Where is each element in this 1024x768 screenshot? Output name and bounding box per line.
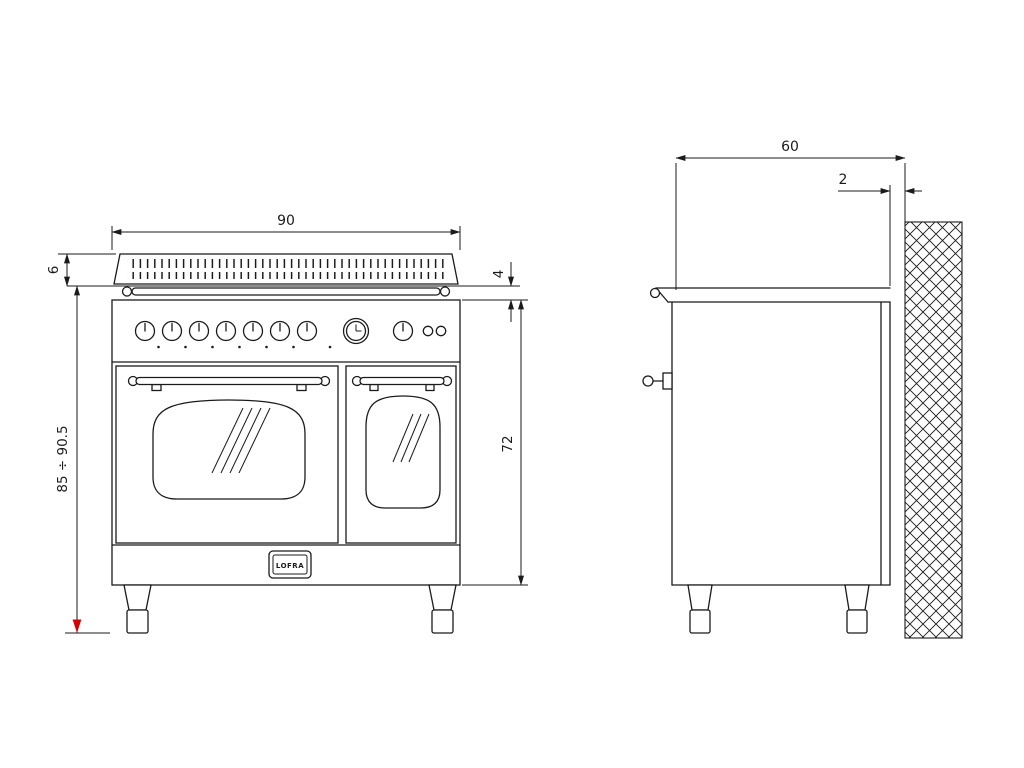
vent-slots xyxy=(127,259,445,279)
indicator-light xyxy=(422,325,434,337)
burner-knob xyxy=(188,320,210,342)
brand-plate: LOFRA xyxy=(268,550,312,579)
burner-knob xyxy=(215,320,237,342)
burner-knob xyxy=(242,320,264,342)
dim-label-body-height: 72 xyxy=(500,435,516,452)
brand-logo-text: LOFRA xyxy=(276,562,304,570)
leg-side-back xyxy=(844,584,870,634)
oven-knob xyxy=(392,320,414,342)
oven-door-left xyxy=(115,365,339,544)
dim-label-clearance: 2 xyxy=(839,172,848,188)
door-handle-left xyxy=(127,375,331,392)
leg-side-front xyxy=(687,584,713,634)
towel-rail xyxy=(121,286,451,297)
floor-arrow-red xyxy=(72,619,82,633)
dim-width-90: 90 xyxy=(111,213,461,250)
dim-backguard-6: 6 xyxy=(46,253,116,287)
dim-label-rail: 4 xyxy=(491,270,507,279)
burner-knob xyxy=(296,320,318,342)
glass-reflection xyxy=(392,413,430,463)
rail-end-knob-left xyxy=(121,286,133,297)
wall-section xyxy=(904,221,963,639)
dim-body-72: 72 xyxy=(462,299,528,586)
burner-knob xyxy=(161,320,183,342)
dim-depth-60: 60 xyxy=(675,139,906,290)
door-handle-side xyxy=(642,372,673,390)
dim-clearance-2: 2 xyxy=(838,172,922,286)
control-knobs xyxy=(134,320,332,349)
burner-knob xyxy=(134,320,156,342)
burner-knob xyxy=(269,320,291,342)
oven-clock xyxy=(342,317,370,345)
rail-end-knob-side xyxy=(649,287,661,299)
door-handle-right xyxy=(351,375,453,392)
side-body xyxy=(671,301,891,586)
oven-door-right xyxy=(345,365,457,544)
glass-reflection xyxy=(211,407,271,474)
dim-label-backguard: 6 xyxy=(46,266,62,275)
leg-front-right xyxy=(428,584,457,634)
indicator-light xyxy=(435,325,447,337)
side-worktop xyxy=(649,287,891,303)
front-view: LOFRA 90 6 85 ÷ 90.5 xyxy=(46,213,528,634)
side-view: 60 2 xyxy=(642,139,963,639)
cooker-body xyxy=(111,299,461,586)
vent-backguard xyxy=(113,253,459,285)
door-window-left xyxy=(152,399,306,500)
door-window-right xyxy=(365,395,441,509)
dim-overall-height: 85 ÷ 90.5 xyxy=(55,285,110,634)
leg-front-left xyxy=(123,584,152,634)
dim-label-depth: 60 xyxy=(781,139,799,155)
dim-rail-4: 4 xyxy=(462,262,528,322)
wall-hatch xyxy=(904,221,963,639)
dim-label-overall-height: 85 ÷ 90.5 xyxy=(55,425,71,492)
rail-end-knob-right xyxy=(439,286,451,297)
dim-label-width: 90 xyxy=(277,213,295,229)
